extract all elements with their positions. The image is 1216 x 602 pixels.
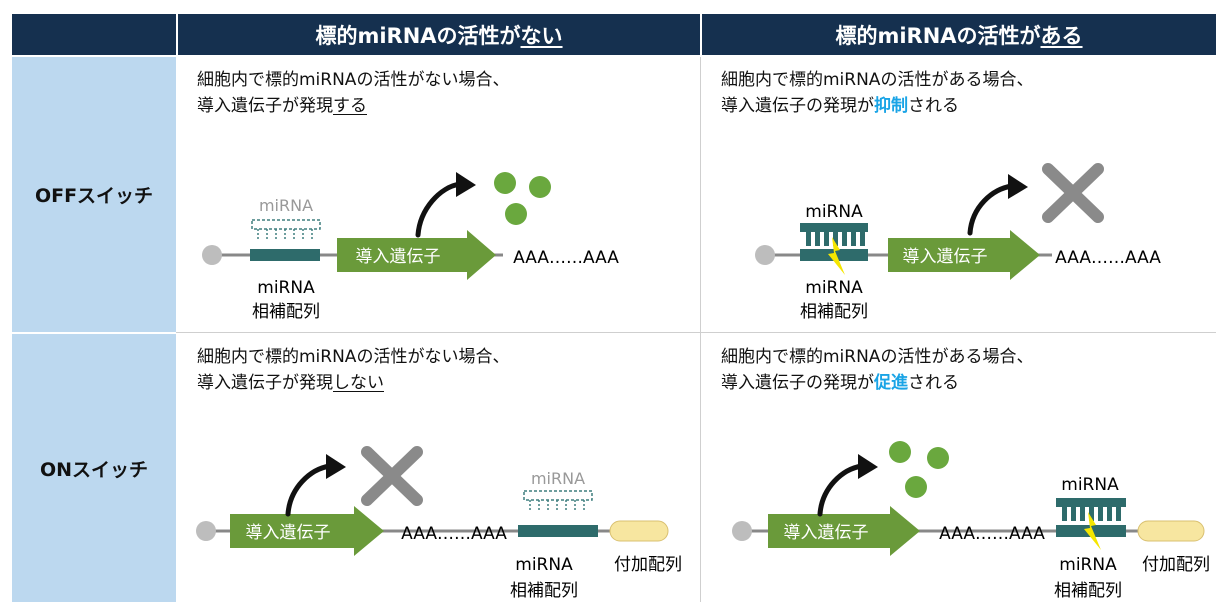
desc-line2-prefix: 導入遺伝子が発現 — [197, 96, 333, 116]
desc-line1: 細胞内で標的miRNAの活性がない場合、 — [197, 347, 510, 367]
row-label-off-switch: OFFスイッチ — [12, 57, 176, 332]
curved-arrow-icon — [817, 454, 878, 517]
grid-line-vertical — [700, 57, 701, 602]
cross-icon — [361, 446, 423, 506]
desc-line2-prefix: 導入遺伝子の発現が — [721, 373, 874, 393]
transgene-arrow — [768, 506, 920, 556]
additional-sequence-label: 付加配列 — [1142, 555, 1210, 575]
desc-line2-emph: 抑制 — [874, 96, 908, 116]
cell-on-present: 細胞内で標的miRNAの活性がある場合、 導入遺伝子の発現が促進される 導入遺伝… — [702, 334, 1216, 602]
complement-label-line1: miRNA — [805, 278, 863, 298]
desc-line1: 細胞内で標的miRNAの活性がない場合、 — [197, 70, 510, 90]
transgene-arrow — [337, 230, 496, 280]
cell-on-absent-description: 細胞内で標的miRNAの活性がない場合、 導入遺伝子が発現しない — [197, 344, 509, 396]
construct-diagram-off-absent: 導入遺伝子 AAA……AAA miRNA miRNA 相補配列 — [202, 172, 619, 322]
bound-mirna-icon — [1056, 498, 1126, 521]
complement-label-line2: 相補配列 — [510, 581, 578, 601]
transgene-arrow — [888, 230, 1040, 280]
complement-label-line1: miRNA — [1059, 555, 1117, 575]
mirna-complement-block — [250, 249, 320, 261]
protein-dot-icon — [529, 176, 551, 198]
cell-on-absent: 細胞内で標的miRNAの活性がない場合、 導入遺伝子が発現しない 導入遺伝子 A… — [178, 334, 700, 602]
construct-diagram-on-present: 導入遺伝子 AAA……AAA miRNA miRNA 相補配列 付加配列 — [732, 441, 1210, 601]
protein-dot-icon — [889, 441, 911, 463]
polya-label: AAA……AAA — [1055, 248, 1161, 268]
promoter-circle-icon — [732, 521, 752, 541]
polya-label: AAA……AAA — [939, 524, 1045, 544]
desc-line2: 導入遺伝子の発現が促進される — [721, 370, 1033, 396]
header-corner — [12, 14, 176, 55]
polya-label: AAA……AAA — [401, 524, 507, 544]
transgene-label: 導入遺伝子 — [903, 247, 988, 267]
promoter-circle-icon — [196, 521, 216, 541]
desc-line2-emph: 促進 — [874, 373, 908, 393]
promoter-circle-icon — [755, 245, 775, 265]
header-present-emph: ある — [1040, 23, 1083, 48]
construct-diagram-off-present: 導入遺伝子 AAA……AAA miRNA miRNA 相補配列 — [755, 163, 1161, 322]
bound-mirna-icon — [800, 223, 868, 246]
protein-dot-icon — [505, 203, 527, 225]
header-mirna-present: 標的miRNAの活性がある — [702, 14, 1216, 55]
cross-icon — [1042, 163, 1104, 223]
curved-arrow-icon — [415, 172, 476, 238]
additional-sequence-label: 付加配列 — [614, 555, 682, 575]
desc-line1: 細胞内で標的miRNAの活性がある場合、 — [721, 347, 1034, 367]
protein-dot-icon — [905, 476, 927, 498]
desc-line2-prefix: 導入遺伝子が発現 — [197, 373, 333, 393]
protein-dot-icon — [927, 447, 949, 469]
complement-label-line2: 相補配列 — [252, 302, 320, 322]
desc-line2-emph: しない — [333, 373, 384, 393]
header-present-prefix: 標的miRNAの活性が — [835, 23, 1041, 48]
transgene-arrow — [230, 506, 384, 556]
additional-sequence-block — [1137, 520, 1205, 542]
complement-label-line2: 相補配列 — [1054, 581, 1122, 601]
header-absent-prefix: 標的miRNAの活性が — [315, 23, 521, 48]
desc-line2-emph: する — [333, 96, 367, 116]
additional-sequence-block — [609, 520, 669, 542]
mirna-label: miRNA — [259, 196, 313, 215]
mirna-complement-block — [518, 525, 598, 537]
cell-off-present-description: 細胞内で標的miRNAの活性がある場合、 導入遺伝子の発現が抑制される — [721, 67, 1033, 119]
cell-off-absent-description: 細胞内で標的miRNAの活性がない場合、 導入遺伝子が発現する — [197, 67, 509, 119]
header-absent-emph: ない — [520, 23, 563, 48]
unbound-mirna-icon — [251, 219, 321, 239]
mirna-label: miRNA — [531, 469, 585, 488]
cell-off-absent: 細胞内で標的miRNAの活性がない場合、 導入遺伝子が発現する 導入遺伝子 AA… — [178, 57, 700, 332]
complement-label-line2: 相補配列 — [800, 302, 868, 322]
complement-label-line1: miRNA — [257, 278, 315, 298]
row-label-off-text: OFFスイッチ — [34, 185, 154, 207]
cell-on-present-description: 細胞内で標的miRNAの活性がある場合、 導入遺伝子の発現が促進される — [721, 344, 1033, 396]
promoter-circle-icon — [202, 245, 222, 265]
construct-diagram-on-absent: 導入遺伝子 AAA……AAA miRNA miRNA 相補配列 付加配列 — [196, 446, 682, 601]
grid-line-horizontal — [176, 332, 1216, 333]
curved-arrow-icon — [967, 174, 1028, 236]
cleavage-bolt-icon — [828, 237, 845, 275]
desc-line2-suffix: される — [908, 373, 959, 393]
complement-label-line1: miRNA — [515, 555, 573, 575]
transgene-label: 導入遺伝子 — [784, 523, 869, 543]
protein-dot-icon — [494, 172, 516, 194]
cell-off-present: 細胞内で標的miRNAの活性がある場合、 導入遺伝子の発現が抑制される 導入遺伝… — [702, 57, 1216, 332]
row-label-on-switch: ONスイッチ — [12, 334, 176, 602]
curved-arrow-icon — [285, 454, 346, 517]
desc-line1: 細胞内で標的miRNAの活性がある場合、 — [721, 70, 1034, 90]
diagram-grid: 標的miRNAの活性がない 標的miRNAの活性がある OFFスイッチ ONスイ… — [12, 14, 1216, 602]
desc-line2-suffix: される — [908, 96, 959, 116]
cleavage-bolt-icon — [1084, 512, 1101, 550]
polya-label: AAA……AAA — [513, 248, 619, 268]
desc-line2-prefix: 導入遺伝子の発現が — [721, 96, 874, 116]
header-mirna-absent: 標的miRNAの活性がない — [178, 14, 700, 55]
unbound-mirna-icon — [523, 490, 593, 510]
desc-line2: 導入遺伝子が発現しない — [197, 370, 509, 396]
desc-line2: 導入遺伝子が発現する — [197, 93, 509, 119]
row-label-on-text: ONスイッチ — [39, 458, 149, 481]
mirna-label: miRNA — [1061, 475, 1119, 495]
transgene-label: 導入遺伝子 — [246, 523, 331, 543]
mirna-label: miRNA — [805, 202, 863, 222]
transgene-label: 導入遺伝子 — [356, 247, 441, 267]
desc-line2: 導入遺伝子の発現が抑制される — [721, 93, 1033, 119]
